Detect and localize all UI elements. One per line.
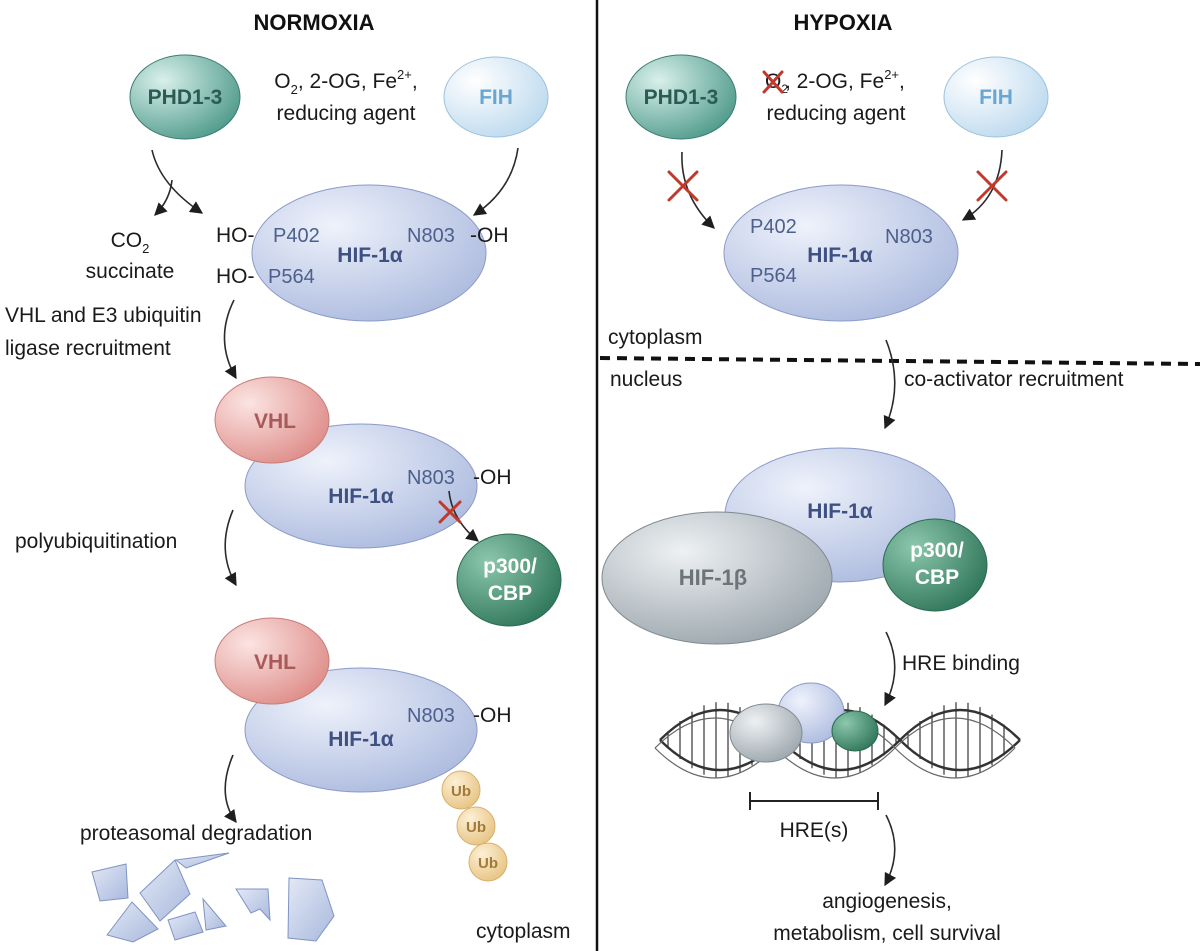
svg-text:N803: N803 xyxy=(407,705,455,727)
proteasomal-label: proteasomal degradation xyxy=(80,822,312,845)
polyubiquitination-arrow xyxy=(224,509,237,587)
svg-text:HIF-1α: HIF-1α xyxy=(337,244,403,267)
hypoxia-title: HYPOXIA xyxy=(793,10,892,35)
svg-text:PHD1-3: PHD1-3 xyxy=(148,86,223,109)
hydroxyl-n803-b: -OH xyxy=(473,466,512,489)
outcome-arrow xyxy=(884,814,897,887)
fih-enzyme: FIH xyxy=(443,56,549,138)
hypoxia-cofactors-line1: , 2-OG, Fe2+, xyxy=(785,67,905,93)
svg-text:N803: N803 xyxy=(407,467,455,489)
coactivator-arrow xyxy=(883,339,896,430)
vhl-recruit-line1: VHL and E3 ubiquitin xyxy=(5,304,202,327)
byproduct-line2: succinate xyxy=(86,260,175,283)
svg-text:HIF-1α: HIF-1α xyxy=(807,500,873,523)
fih-arrow-hypoxia xyxy=(961,149,1003,221)
svg-text:P402: P402 xyxy=(750,216,797,238)
fih-enzyme-hypoxia: FIH xyxy=(943,56,1049,138)
hif1a-vhl-complex: VHL HIF-1α N803 xyxy=(214,376,478,549)
svg-text:Ub: Ub xyxy=(451,783,471,800)
svg-text:HIF-1α: HIF-1α xyxy=(807,244,873,267)
hydroxyl-n803-c: -OH xyxy=(473,704,512,727)
nucleus-label: nucleus xyxy=(610,368,682,391)
svg-text:p300/: p300/ xyxy=(483,555,537,578)
svg-text:HIF-1α: HIF-1α xyxy=(328,485,394,508)
cofactors-line1: O2, 2-OG, Fe2+, xyxy=(274,67,417,97)
cytoplasm-label-normoxia: cytoplasm xyxy=(476,920,571,943)
svg-text:FIH: FIH xyxy=(479,86,513,109)
vhl-recruit-line2: ligase recruitment xyxy=(5,337,171,360)
svg-text:N803: N803 xyxy=(885,226,933,248)
svg-text:Ub: Ub xyxy=(478,855,498,872)
svg-text:P402: P402 xyxy=(273,225,320,247)
hydroxyl-n803: -OH xyxy=(470,224,509,247)
fih-arrow xyxy=(472,147,519,216)
svg-text:HIF-1β: HIF-1β xyxy=(679,565,747,590)
degradation-arrow xyxy=(224,754,237,824)
hypoxia-cofactors-line2: reducing agent xyxy=(767,102,906,125)
outcome-line2: metabolism, cell survival xyxy=(773,922,1001,945)
protein-fragments xyxy=(91,852,335,943)
cytoplasm-label-hypoxia: cytoplasm xyxy=(608,326,703,349)
svg-text:HIF-1α: HIF-1α xyxy=(328,728,394,751)
p300-cbp: p300/ CBP xyxy=(456,533,562,627)
svg-text:CBP: CBP xyxy=(915,566,959,589)
phd-inhibition-x-icon xyxy=(667,170,699,202)
svg-text:CBP: CBP xyxy=(488,582,532,605)
phd-enzyme-hypoxia: PHD1-3 xyxy=(625,54,737,140)
svg-text:P564: P564 xyxy=(268,266,315,288)
phd-enzyme: PHD1-3 xyxy=(129,54,241,140)
hre-scale-bar xyxy=(749,792,879,810)
ubiquitin-chain: Ub Ub Ub xyxy=(441,770,508,882)
svg-text:P564: P564 xyxy=(750,265,797,287)
outcome-line1: angiogenesis, xyxy=(822,890,952,913)
svg-text:Ub: Ub xyxy=(466,819,486,836)
byproduct-arrow xyxy=(154,179,173,216)
inhibition-x-icon xyxy=(438,500,462,524)
svg-text:VHL: VHL xyxy=(254,651,296,674)
svg-text:VHL: VHL xyxy=(254,410,296,433)
vhl-recruit-arrow xyxy=(223,299,237,380)
svg-text:N803: N803 xyxy=(407,225,455,247)
hydroxyl-p402: HO- xyxy=(216,224,255,247)
svg-text:p300/: p300/ xyxy=(910,539,964,562)
dna-bound-complex xyxy=(729,682,879,763)
hre-binding-label: HRE binding xyxy=(902,652,1020,675)
cofactors-line2: reducing agent xyxy=(277,102,416,125)
hif1a-stable: P402 P564 N803 HIF-1α xyxy=(723,184,959,322)
hre-binding-arrow xyxy=(884,631,896,707)
byproduct-line1: CO2 xyxy=(111,229,150,256)
hydroxyl-p564: HO- xyxy=(216,265,255,288)
svg-text:FIH: FIH xyxy=(979,86,1013,109)
hif1a-hydroxylated: P402 P564 N803 HIF-1α xyxy=(251,184,487,322)
fih-inhibition-x-icon xyxy=(976,170,1008,202)
svg-text:PHD1-3: PHD1-3 xyxy=(644,86,719,109)
hif1a-ubiquitinated: VHL HIF-1α N803 xyxy=(214,617,478,793)
hif-transcription-complex: HIF-1α HIF-1β p300/ CBP xyxy=(601,447,988,645)
polyubiquitination-label: polyubiquitination xyxy=(15,530,177,553)
phd-arrow xyxy=(151,149,204,214)
nuclear-membrane xyxy=(599,356,1200,366)
hre-label: HRE(s) xyxy=(780,819,849,842)
normoxia-title: NORMOXIA xyxy=(254,10,375,35)
coactivator-label: co-activator recruitment xyxy=(904,368,1124,391)
